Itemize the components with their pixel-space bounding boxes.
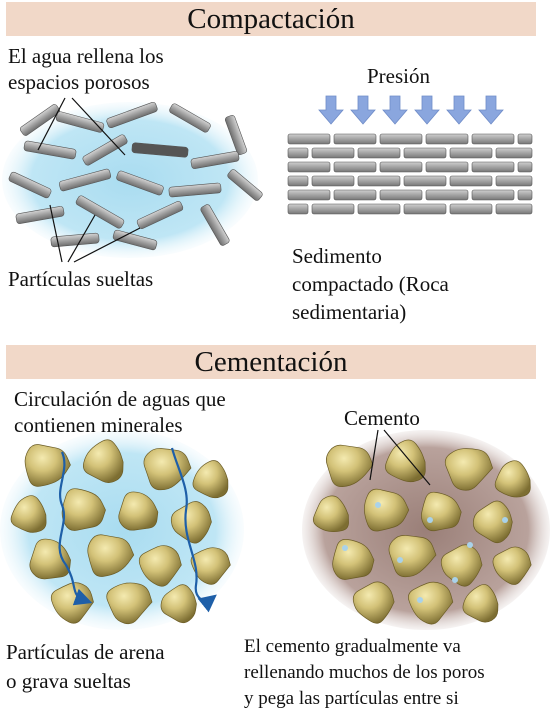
compacted-particle (495, 203, 533, 215)
compacted-particle (379, 161, 423, 173)
compacted-particle (495, 147, 533, 159)
compacted-particle (425, 189, 469, 201)
sediment-grain (472, 500, 513, 544)
compacted-particle (287, 175, 309, 187)
sediment-grain (312, 495, 349, 533)
sediment-grain (10, 495, 47, 533)
compacted-particle (425, 161, 469, 173)
label-cement-description: El cemento gradualmente va rellenando mu… (244, 636, 485, 709)
compacted-particle (471, 189, 515, 201)
compacted-particle (517, 161, 533, 173)
compacted-particle (333, 161, 377, 173)
compacted-particle (311, 175, 355, 187)
sediment-grain (352, 581, 395, 624)
label-loose-particles: Partículas sueltas (8, 267, 154, 291)
compacted-particle (517, 133, 533, 145)
loose-particles-diagram (2, 97, 263, 263)
compactacion-title: Compactación (6, 2, 536, 36)
sediment-grain (106, 582, 153, 625)
compacted-particle (449, 203, 493, 215)
compacted-particle (403, 203, 447, 215)
sediment-grain (87, 534, 135, 577)
cementacion-title: Cementación (6, 345, 536, 379)
compacted-particle (311, 203, 355, 215)
compacted-particle (517, 189, 533, 201)
sediment-grain (61, 488, 106, 531)
compacted-particle (287, 189, 331, 201)
compacted-particle (449, 147, 493, 159)
label-pressure: Presión (367, 64, 430, 88)
label-cement: Cemento (344, 406, 420, 430)
compacted-particle (379, 189, 423, 201)
compacted-particle (287, 203, 309, 215)
sediment-grain (494, 460, 531, 498)
sediment-grain (192, 460, 229, 499)
sediment-grain (170, 501, 212, 544)
sediment-grain (83, 439, 124, 483)
compacted-particle (471, 161, 515, 173)
compacted-particle (287, 161, 331, 173)
pressure-arrows (318, 95, 504, 125)
compacted-particle (357, 203, 401, 215)
compacted-particle (425, 133, 469, 145)
compacted-particle (357, 147, 401, 159)
sediment-grain (492, 546, 532, 585)
sediment-grain (160, 584, 197, 624)
compacted-particle (403, 175, 447, 187)
sediment-grain (24, 444, 71, 487)
label-mineral-water-circulation: Circulación de aguas que contienen miner… (14, 387, 226, 437)
compacted-particle (333, 189, 377, 201)
compacted-particle (403, 147, 447, 159)
cemented-grains-diagram (302, 429, 550, 630)
sediment-grain (118, 491, 159, 531)
sediment-grain (388, 535, 437, 578)
compacted-particle (333, 133, 377, 145)
compacted-particle (379, 133, 423, 145)
sediment-grain (190, 547, 231, 585)
compacted-particle (495, 175, 533, 187)
compacted-particle (287, 147, 309, 159)
loose-grains-diagram (0, 430, 244, 630)
compacted-particle (311, 147, 355, 159)
compacted-particle (357, 175, 401, 187)
sediment-grain (444, 448, 493, 491)
compacted-particle (471, 133, 515, 145)
sediment-grain (462, 584, 499, 623)
label-water-fills-pores: El agua rellena los espacios porosos (8, 44, 164, 94)
sediment-grain (364, 488, 410, 532)
compacted-particle (287, 133, 331, 145)
label-compacted-sediment: Sedimento compactado (Roca sedimentaria) (292, 244, 449, 324)
sediment-grain (138, 545, 182, 587)
compacted-sediment-diagram (287, 95, 533, 215)
sediment-grain (325, 444, 374, 487)
label-sand-gravel: Partículas de arena o grava sueltas (6, 640, 165, 693)
compacted-particle (449, 175, 493, 187)
sediment-grain (408, 581, 454, 625)
sediment-grain (143, 448, 192, 491)
